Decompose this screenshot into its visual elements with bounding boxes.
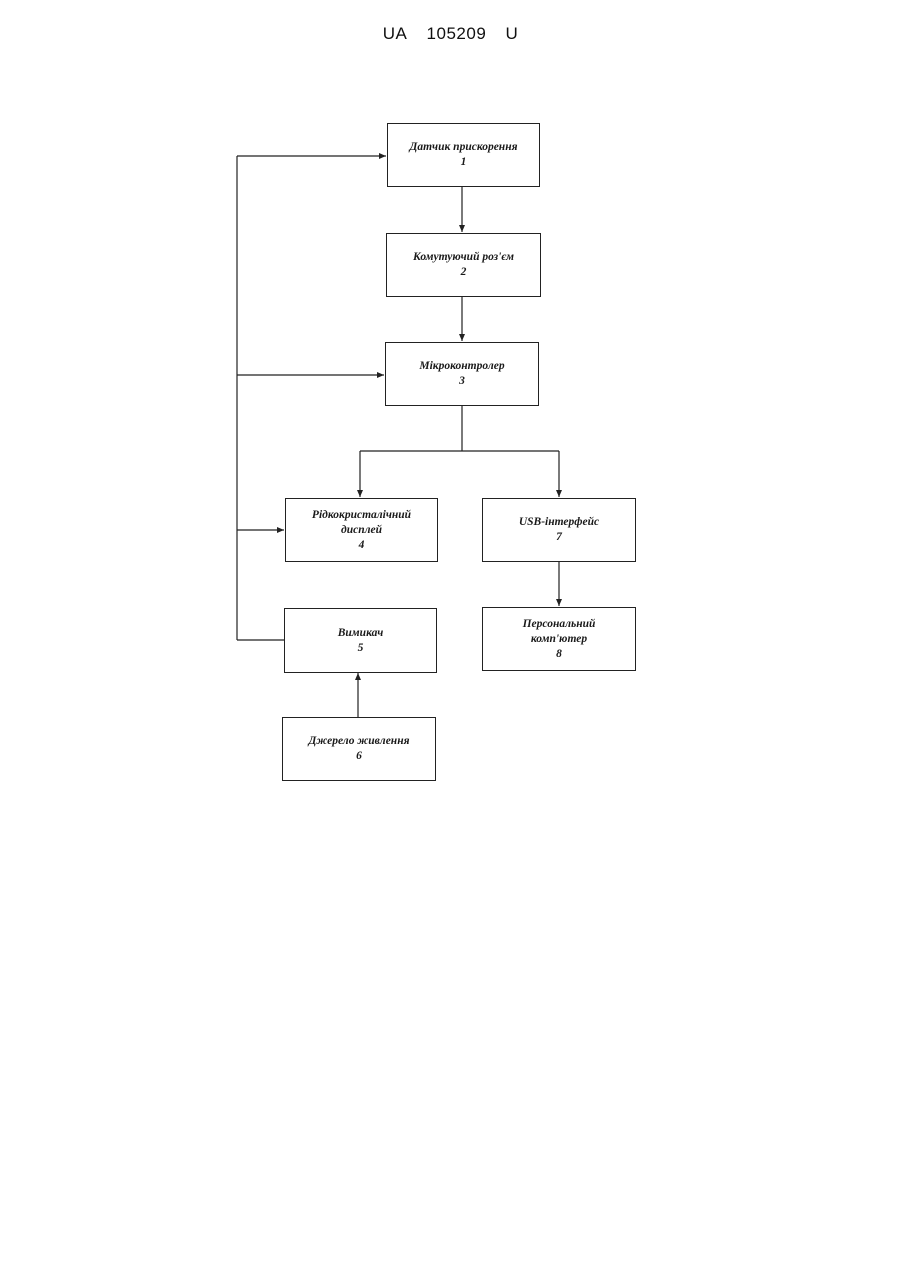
block-6-label: Джерело живлення bbox=[308, 734, 409, 749]
block-3-label: Мікроконтролер bbox=[419, 359, 504, 374]
block-1-label: Датчик прискорення bbox=[409, 140, 517, 155]
block-2-label: Комутуючий роз'єм bbox=[413, 250, 514, 265]
block-8-number: 8 bbox=[556, 647, 562, 662]
block-7-number: 7 bbox=[556, 530, 562, 545]
block-usb-interface: USB-інтерфейс 7 bbox=[482, 498, 636, 562]
block-2-number: 2 bbox=[461, 265, 467, 280]
block-8-label-line2: комп'ютер bbox=[531, 632, 587, 647]
block-4-number: 4 bbox=[359, 538, 365, 553]
block-acceleration-sensor: Датчик прискорення 1 bbox=[387, 123, 540, 187]
block-7-label: USB-інтерфейс bbox=[519, 515, 599, 530]
block-power-source: Джерело живлення 6 bbox=[282, 717, 436, 781]
block-microcontroller: Мікроконтролер 3 bbox=[385, 342, 539, 406]
block-4-label-line1: Рідкокристалічний bbox=[312, 508, 411, 523]
block-1-number: 1 bbox=[461, 155, 467, 170]
block-switching-connector: Комутуючий роз'єм 2 bbox=[386, 233, 541, 297]
block-5-label: Вимикач bbox=[338, 626, 384, 641]
block-4-label-line2: дисплей bbox=[341, 523, 382, 538]
block-5-number: 5 bbox=[358, 641, 364, 656]
block-3-number: 3 bbox=[459, 374, 465, 389]
block-switch: Вимикач 5 bbox=[284, 608, 437, 673]
block-lcd-display: Рідкокристалічний дисплей 4 bbox=[285, 498, 438, 562]
block-6-number: 6 bbox=[356, 749, 362, 764]
block-8-label-line1: Персональний bbox=[523, 617, 596, 632]
block-personal-computer: Персональний комп'ютер 8 bbox=[482, 607, 636, 671]
